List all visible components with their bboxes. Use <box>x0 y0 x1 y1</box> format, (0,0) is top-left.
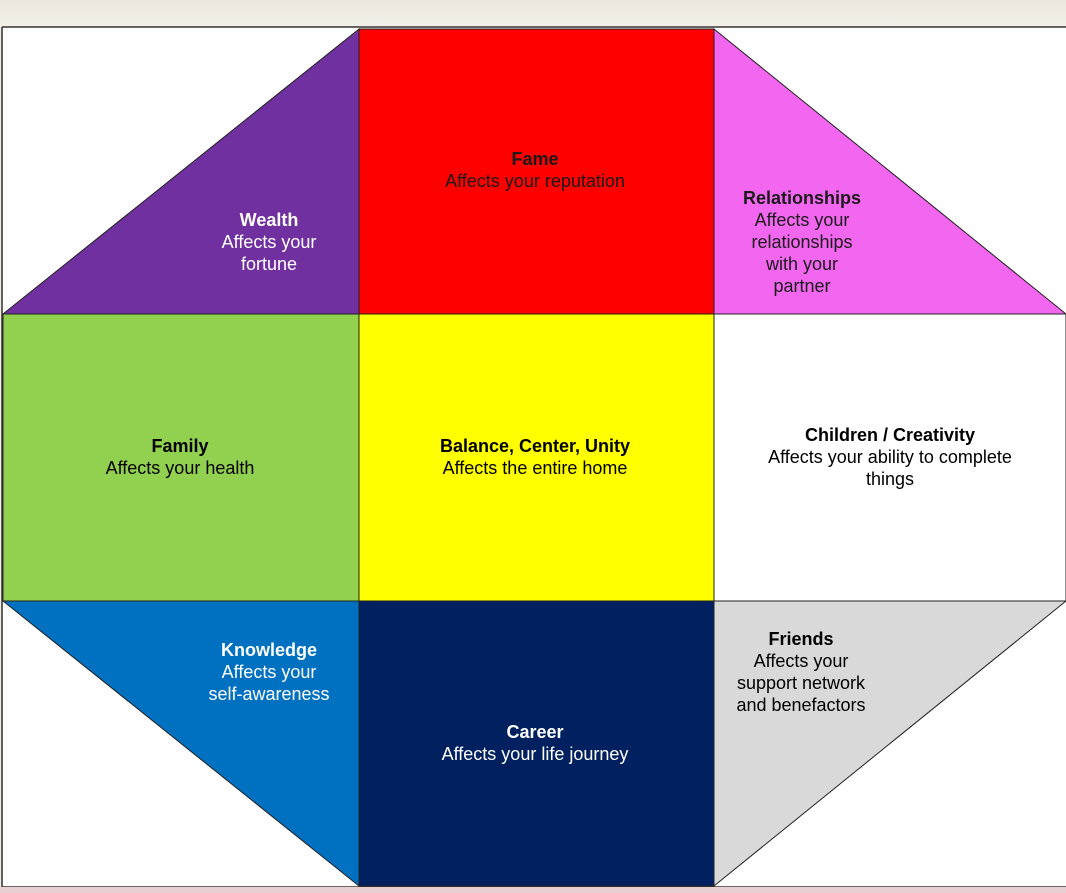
fame-label: Fame Affects your reputation <box>385 148 685 192</box>
relationships-desc-line-1: Affects your <box>754 210 850 230</box>
career-title: Career <box>506 722 564 742</box>
center-desc-line-1: Affects the entire home <box>442 458 628 478</box>
friends-desc-line-3: and benefactors <box>736 695 866 715</box>
career-desc-line-1: Affects your life journey <box>441 744 629 764</box>
wealth-desc-line-2: fortune <box>240 254 298 274</box>
wealth-desc-line-1: Affects your <box>221 232 317 252</box>
relationships-desc-line-3: with your <box>765 254 839 274</box>
friends-title: Friends <box>768 629 834 649</box>
family-title: Family <box>151 436 209 456</box>
wealth-label: Wealth Affects your fortune <box>189 209 349 275</box>
friends-label: Friends Affects your support network and… <box>711 628 891 716</box>
center-title: Balance, Center, Unity <box>439 436 631 456</box>
children-desc-line-1: Affects your ability to complete <box>768 447 1012 467</box>
career-label: Career Affects your life journey <box>385 721 685 765</box>
knowledge-desc-line-1: Affects your <box>221 662 317 682</box>
children-desc-line-2: things <box>865 469 915 489</box>
friends-desc-line-1: Affects your <box>753 651 849 671</box>
children-area-shape <box>713 313 1066 602</box>
relationships-desc-line-4: partner <box>773 276 831 296</box>
friends-desc-line-2: support network <box>736 673 866 693</box>
bottom-background-band <box>0 887 1066 893</box>
top-background-band <box>0 0 1066 27</box>
wealth-title: Wealth <box>239 210 299 230</box>
career-area-shape <box>358 600 715 887</box>
knowledge-title: Knowledge <box>220 640 317 660</box>
friends-area-shape <box>713 600 1066 888</box>
relationships-title: Relationships <box>742 188 862 208</box>
fame-desc-line-1: Affects your reputation <box>445 171 625 191</box>
knowledge-desc-line-2: self-awareness <box>208 684 330 704</box>
knowledge-label: Knowledge Affects your self-awareness <box>184 639 354 705</box>
children-label: Children / Creativity Affects your abili… <box>730 424 1050 490</box>
family-desc-line-1: Affects your health <box>105 458 255 478</box>
family-label: Family Affects your health <box>40 435 320 479</box>
fame-title: Fame <box>511 149 559 169</box>
relationships-desc-line-2: relationships <box>751 232 853 252</box>
family-area-shape <box>2 313 360 602</box>
center-label: Balance, Center, Unity Affects the entir… <box>385 435 685 479</box>
children-title: Children / Creativity <box>804 425 976 445</box>
relationships-label: Relationships Affects your relationships… <box>712 187 892 297</box>
